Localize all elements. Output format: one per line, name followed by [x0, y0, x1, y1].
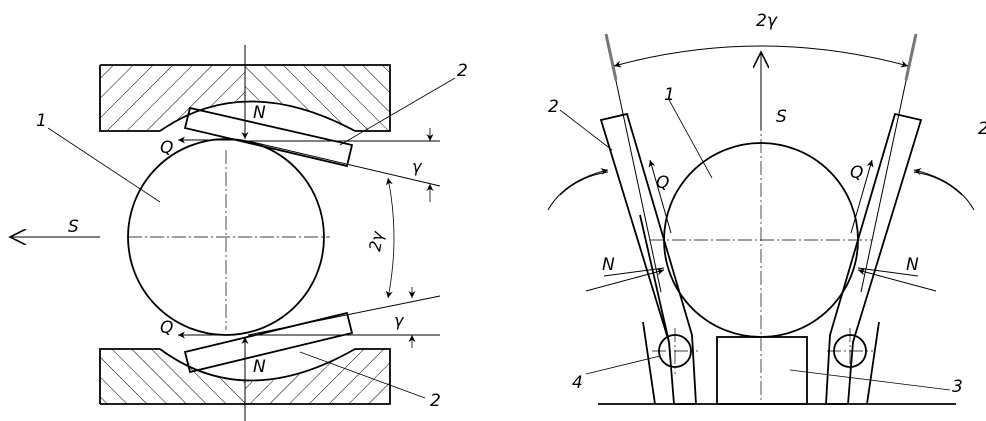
- label-force-q-bottom: Q: [160, 318, 173, 338]
- right-roller: [650, 95, 872, 400]
- label-angle-2gamma-right: 2γ: [756, 11, 778, 31]
- label-angle-gamma-bottom: γ: [394, 311, 405, 330]
- upper-jaw: [99, 64, 391, 132]
- lower-jaw: [99, 348, 391, 405]
- left-figure: 1 2 2 N N Q Q S γ γ 2γ: [10, 45, 468, 421]
- label-part-2-bottom: 2: [430, 391, 441, 411]
- upper-wedge: [183, 106, 354, 168]
- label-part-2-right: 2: [978, 119, 986, 139]
- label-force-n-bottom: N: [253, 357, 266, 377]
- label-force-q-right: Q: [850, 163, 863, 183]
- right-lever: [825, 112, 923, 405]
- label-part-4: 4: [572, 373, 583, 393]
- label-angle-gamma-top: γ: [412, 157, 423, 176]
- label-part-2-top: 2: [457, 61, 468, 81]
- label-force-q-left: Q: [656, 173, 669, 193]
- label-force-n-top: N: [253, 103, 266, 123]
- label-force-s-right: S: [776, 107, 787, 127]
- label-force-n-right: N: [906, 255, 919, 275]
- right-figure: 2γ S 1 2 2 Q Q N N 4 3: [547, 11, 986, 405]
- label-part-1: 1: [36, 111, 47, 131]
- label-angle-2gamma-left: 2γ: [365, 229, 387, 253]
- left-lever: [599, 112, 697, 405]
- label-force-n-left: N: [602, 255, 615, 275]
- label-force-s: S: [68, 217, 79, 237]
- left-roller: [127, 138, 330, 336]
- label-force-q-top: Q: [160, 138, 173, 158]
- label-part-2-left: 2: [548, 97, 559, 117]
- label-part-3: 3: [952, 377, 963, 397]
- label-part-1-right: 1: [664, 85, 675, 105]
